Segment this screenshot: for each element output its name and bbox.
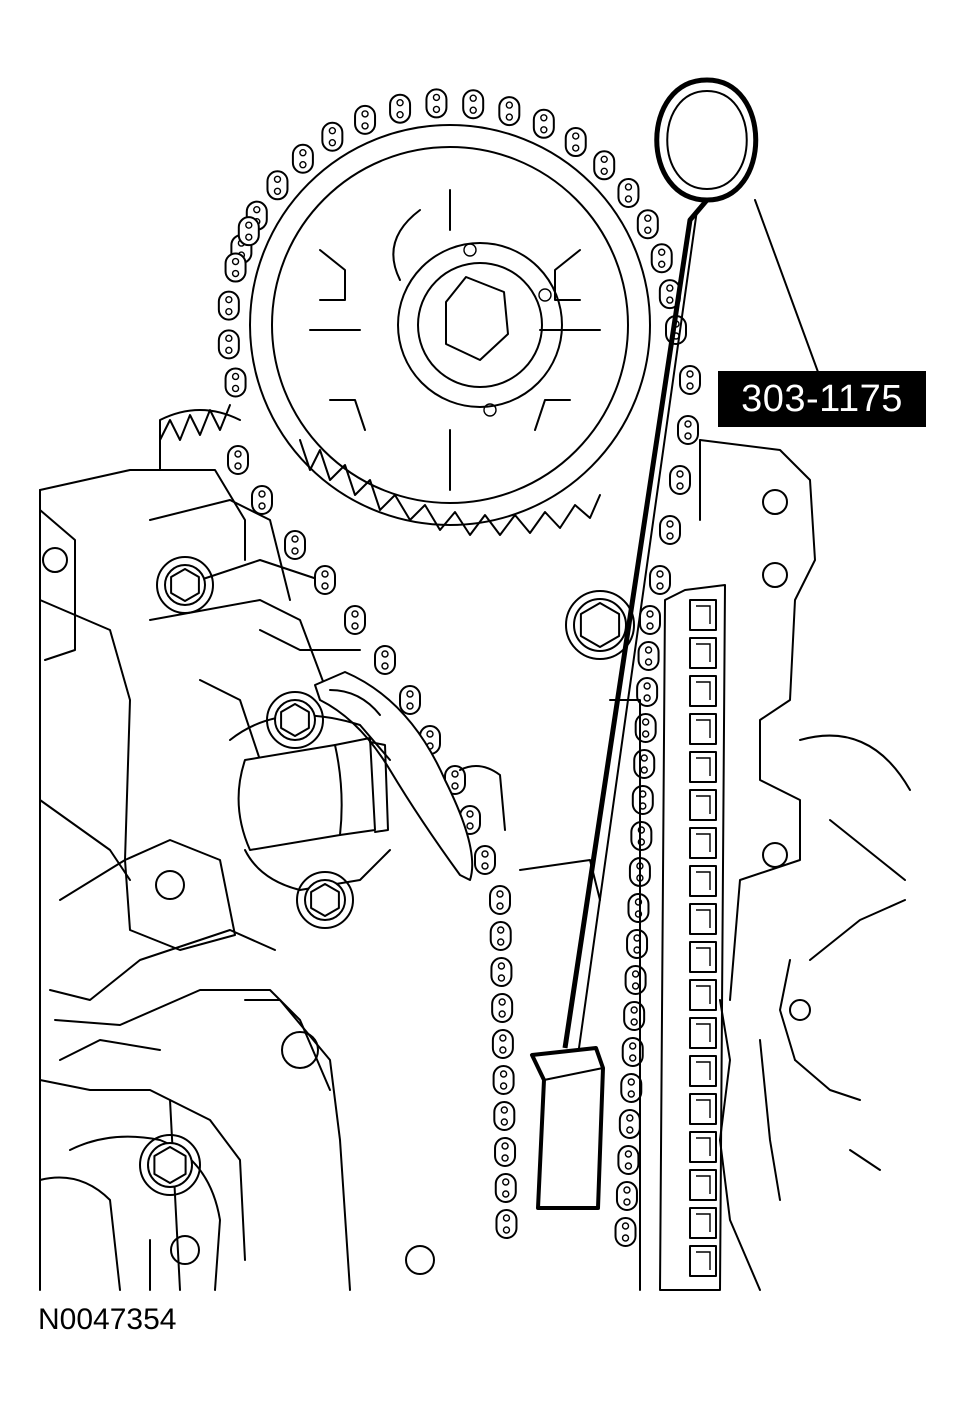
guide-segment [689, 675, 717, 707]
chain-link [679, 365, 701, 395]
guide-segment [689, 1017, 717, 1049]
guide-segment [689, 1093, 717, 1125]
guide-segment [689, 637, 717, 669]
chain-link [626, 929, 649, 959]
chain-link [491, 1029, 514, 1059]
chain-link [399, 685, 421, 715]
bolt [296, 871, 354, 929]
guide-segment [689, 713, 717, 745]
chain-link [291, 143, 314, 174]
chain-link [564, 127, 587, 158]
front-cover-outline [699, 439, 911, 1291]
chain-link [636, 677, 659, 707]
chain-link [617, 177, 640, 208]
bolt [156, 556, 214, 614]
chain-link [677, 415, 699, 445]
chain-link [649, 565, 671, 595]
chain-link [425, 88, 448, 119]
chain-link [224, 252, 247, 283]
guide-segment [689, 827, 717, 859]
chain-link [495, 1209, 518, 1239]
chain-link [624, 965, 647, 995]
chain-link [627, 893, 650, 923]
chain-link [490, 957, 513, 987]
chain-link [650, 243, 673, 274]
chain-link [494, 1173, 517, 1203]
chain-link [494, 1137, 517, 1167]
chain-link [615, 1181, 638, 1211]
chain-link [237, 216, 260, 247]
chain-link [617, 1145, 640, 1175]
pivot-bolt-boss [459, 765, 601, 901]
guide-segment [689, 789, 717, 821]
chain-link [621, 1037, 644, 1067]
chain-link [493, 1101, 516, 1131]
tool-number-label: 303-1175 [718, 371, 926, 427]
chain-link [633, 749, 656, 779]
chain-link [462, 89, 485, 120]
chain-link [389, 93, 412, 124]
chain-link [217, 329, 240, 360]
chain-link [669, 465, 691, 495]
chain-link [637, 641, 660, 671]
chain-link [623, 1001, 646, 1031]
engine-block-outline [39, 409, 435, 1291]
chain-link [284, 530, 306, 560]
bolt [139, 1134, 201, 1196]
chain-link [636, 209, 659, 240]
callout-leader-line [754, 199, 819, 373]
chain-link [620, 1073, 643, 1103]
chain-link [639, 605, 661, 635]
chain-link [593, 150, 616, 181]
chain-link [532, 108, 555, 139]
chain-link [614, 1217, 637, 1247]
chain-tensioner [229, 714, 391, 891]
chain-link [344, 605, 366, 635]
bolt [565, 590, 635, 660]
guide-segment [689, 979, 717, 1011]
guide-segment [689, 1169, 717, 1201]
chain-link [492, 1065, 515, 1095]
chain-link [659, 515, 681, 545]
guide-segment [689, 599, 717, 631]
chain-link [489, 921, 512, 951]
guide-segment [689, 1131, 717, 1163]
guide-segment [689, 1245, 717, 1277]
chain-link [354, 104, 377, 135]
timing-chain [217, 88, 701, 1247]
chain-link [374, 645, 396, 675]
camshaft-sprocket [159, 124, 651, 536]
chain-link [224, 367, 247, 398]
chain-link [498, 96, 521, 127]
chain-guide [609, 584, 726, 1291]
guide-segment [689, 1055, 717, 1087]
guide-segment [689, 1207, 717, 1239]
guide-segment [689, 865, 717, 897]
chain-link [630, 821, 653, 851]
bolt [266, 691, 324, 749]
guide-segment [689, 751, 717, 783]
chain-link [491, 993, 514, 1023]
chain-link [631, 785, 654, 815]
chain-link [618, 1109, 641, 1139]
chain-link [444, 765, 466, 795]
chain-link [251, 485, 273, 515]
guide-segment [689, 941, 717, 973]
bolts [139, 556, 635, 1196]
chain-link [321, 121, 344, 152]
figure-id: N0047354 [38, 1303, 177, 1336]
chain-link [227, 445, 249, 475]
special-tool [530, 77, 759, 1210]
guide-segment [689, 903, 717, 935]
chain-link [489, 885, 511, 915]
chain-link [634, 713, 657, 743]
chain-link [314, 565, 336, 595]
chain-link [474, 845, 496, 875]
chain-link [266, 170, 289, 201]
chain-link [217, 290, 240, 321]
